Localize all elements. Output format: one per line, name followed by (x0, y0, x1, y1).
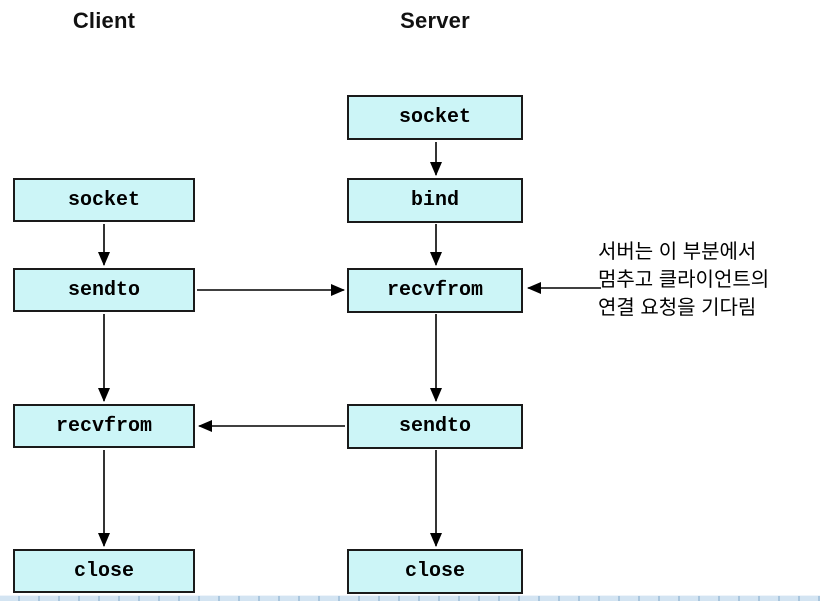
annotation-line-2: 멈추고 클라이언트의 (598, 269, 770, 291)
client-column-header: Client (72, 8, 136, 33)
server-wait-annotation: 서버는 이 부분에서 멈추고 클라이언트의 연결 요청을 기다림 (598, 238, 813, 322)
server-column-header: Server (400, 8, 470, 33)
annotation-line-1: 서버는 이 부분에서 (598, 241, 757, 263)
server-box-bind: bind (347, 178, 523, 223)
server-box-close: close (347, 549, 523, 594)
client-box-recvfrom: recvfrom (13, 404, 195, 448)
server-box-sendto: sendto (347, 404, 523, 449)
annotation-line-3: 연결 요청을 기다림 (598, 297, 757, 319)
bottom-partial-row (0, 595, 820, 601)
client-box-sendto: sendto (13, 268, 195, 312)
server-box-socket: socket (347, 95, 523, 140)
server-box-recvfrom: recvfrom (347, 268, 523, 313)
client-box-socket: socket (13, 178, 195, 222)
client-box-close: close (13, 549, 195, 593)
